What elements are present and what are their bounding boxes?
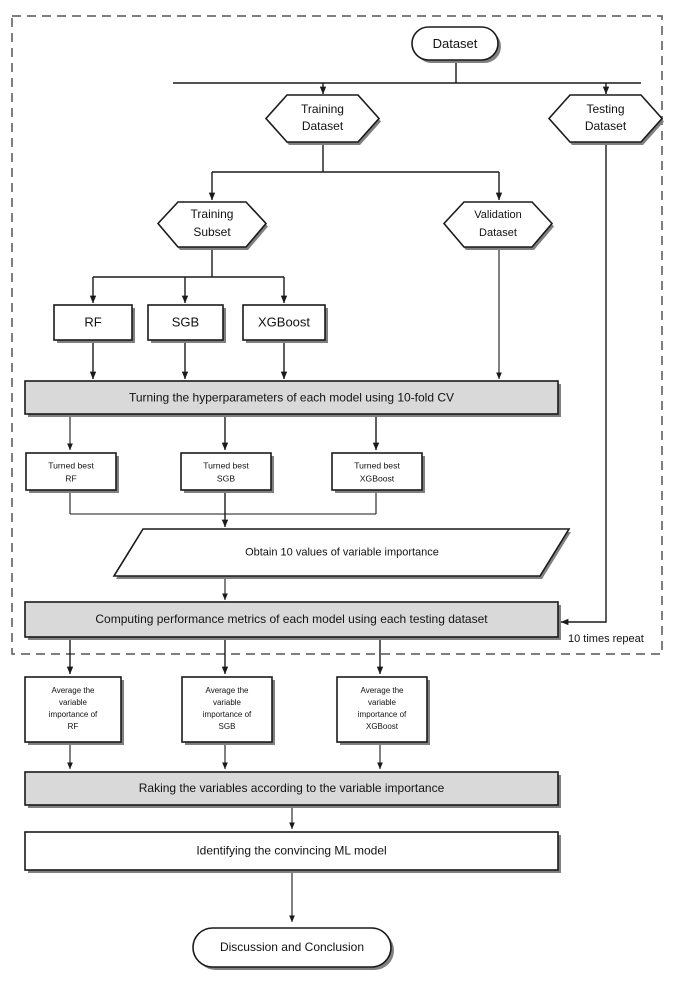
node-turned-best-rf-label-1: Turned best: [48, 460, 94, 470]
node-validation-dataset-label-2: Dataset: [479, 227, 517, 239]
node-average-xgboost-label-2: variable: [368, 698, 397, 707]
node-computing-metrics[interactable]: Computing performance metrics of each mo…: [24, 601, 561, 640]
node-average-sgb-label-4: SGB: [219, 722, 236, 731]
node-average-sgb-label-1: Average the: [206, 686, 250, 695]
node-ranking-process-label: Raking the variables according to the va…: [139, 781, 445, 795]
node-turned-best-rf-label-2: RF: [65, 473, 76, 483]
node-model-sgb[interactable]: SGB: [147, 304, 226, 343]
edge-dataset-split: [173, 63, 641, 84]
edge-training-subset-split: [93, 249, 284, 278]
node-average-xgboost-label-3: importance of: [358, 710, 407, 719]
node-obtain-importance[interactable]: Obtain 10 values of variable importance: [112, 528, 571, 579]
node-model-sgb-label: SGB: [172, 314, 199, 329]
node-computing-metrics-label: Computing performance metrics of each mo…: [95, 612, 488, 626]
node-model-rf-label: RF: [84, 314, 101, 329]
node-turned-best-xgboost-label-1: Turned best: [354, 460, 400, 470]
node-training-subset[interactable]: Training Subset: [156, 201, 268, 250]
node-average-rf-label-3: importance of: [49, 710, 98, 719]
edge-training-dataset-split: [212, 143, 499, 173]
node-training-dataset-label-1: Training: [301, 102, 344, 116]
node-testing-dataset[interactable]: Testing Dataset: [547, 94, 664, 145]
node-average-xgboost[interactable]: Average the variable importance of XGBoo…: [336, 676, 430, 745]
node-training-subset-label-1: Training: [191, 207, 234, 221]
node-model-xgboost[interactable]: XGBoost: [242, 304, 328, 343]
node-turned-best-sgb-label-2: SGB: [217, 473, 235, 483]
node-validation-dataset[interactable]: Validation Dataset: [442, 201, 554, 250]
node-turned-best-rf[interactable]: Turned best RF: [25, 452, 119, 493]
node-tuning-process[interactable]: Turning the hyperparameters of each mode…: [24, 380, 561, 417]
node-tuning-process-label: Turning the hyperparameters of each mode…: [129, 391, 454, 405]
node-turned-best-xgboost[interactable]: Turned best XGBoost: [331, 452, 425, 493]
node-average-xgboost-label-4: XGBoost: [366, 722, 399, 731]
node-average-rf-label-1: Average the: [52, 686, 96, 695]
node-average-sgb-label-2: variable: [213, 698, 242, 707]
node-turned-best-sgb[interactable]: Turned best SGB: [180, 452, 274, 493]
edge-testing-to-computing: [560, 143, 607, 626]
node-average-rf[interactable]: Average the variable importance of RF: [24, 676, 124, 745]
loop-boundary-frame: [11, 15, 663, 655]
node-average-rf-label-2: variable: [59, 698, 88, 707]
node-model-xgboost-label: XGBoost: [258, 314, 310, 329]
node-turned-best-sgb-label-1: Turned best: [203, 460, 249, 470]
node-training-dataset[interactable]: Training Dataset: [264, 94, 381, 145]
node-average-xgboost-label-1: Average the: [361, 686, 405, 695]
node-dataset-label: Dataset: [433, 36, 478, 51]
node-average-sgb-label-3: importance of: [203, 710, 252, 719]
node-average-sgb[interactable]: Average the variable importance of SGB: [181, 676, 275, 745]
node-model-rf[interactable]: RF: [53, 304, 135, 343]
node-ranking-process[interactable]: Raking the variables according to the va…: [24, 771, 561, 808]
node-training-subset-label-2: Subset: [193, 225, 231, 239]
node-discussion-conclusion-label: Discussion and Conclusion: [220, 940, 364, 954]
node-testing-dataset-label-2: Dataset: [585, 119, 627, 133]
node-identifying-model[interactable]: Identifying the convincing ML model: [24, 831, 561, 873]
node-testing-dataset-label-1: Testing: [586, 102, 624, 116]
node-identifying-model-label: Identifying the convincing ML model: [196, 844, 386, 858]
loop-repeat-label: 10 times repeat: [568, 633, 644, 645]
node-obtain-importance-label: Obtain 10 values of variable importance: [245, 546, 439, 558]
node-turned-best-xgboost-label-2: XGBoost: [360, 473, 395, 483]
node-validation-dataset-label-1: Validation: [474, 209, 522, 221]
node-dataset[interactable]: Dataset: [411, 26, 501, 63]
node-discussion-conclusion[interactable]: Discussion and Conclusion: [192, 927, 394, 970]
node-average-rf-label-4: RF: [68, 722, 79, 731]
node-training-dataset-label-2: Dataset: [302, 119, 344, 133]
